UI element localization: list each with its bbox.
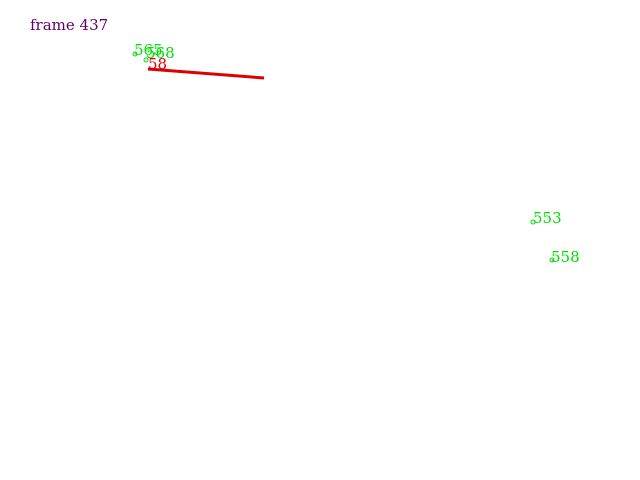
track-point-568: 568: [143, 44, 175, 63]
track-segment-line: [147, 67, 265, 80]
track-point-558: 558: [549, 248, 580, 266]
track-point-label: 568: [146, 44, 175, 62]
track-segment-label: 58: [148, 55, 167, 73]
track-segment-58: 58: [147, 55, 265, 80]
track-point-marker: [132, 51, 138, 57]
track-point-marker: [549, 257, 555, 263]
track-point-565: 565: [132, 41, 163, 59]
track-point-553: 553: [530, 209, 562, 227]
track-point-marker: [143, 57, 149, 63]
frame-label: frame 437: [30, 16, 109, 34]
track-point-label: 558: [551, 248, 580, 266]
track-point-label: 553: [533, 209, 562, 227]
track-point-label: 565: [134, 41, 163, 59]
track-point-marker: [530, 219, 536, 225]
